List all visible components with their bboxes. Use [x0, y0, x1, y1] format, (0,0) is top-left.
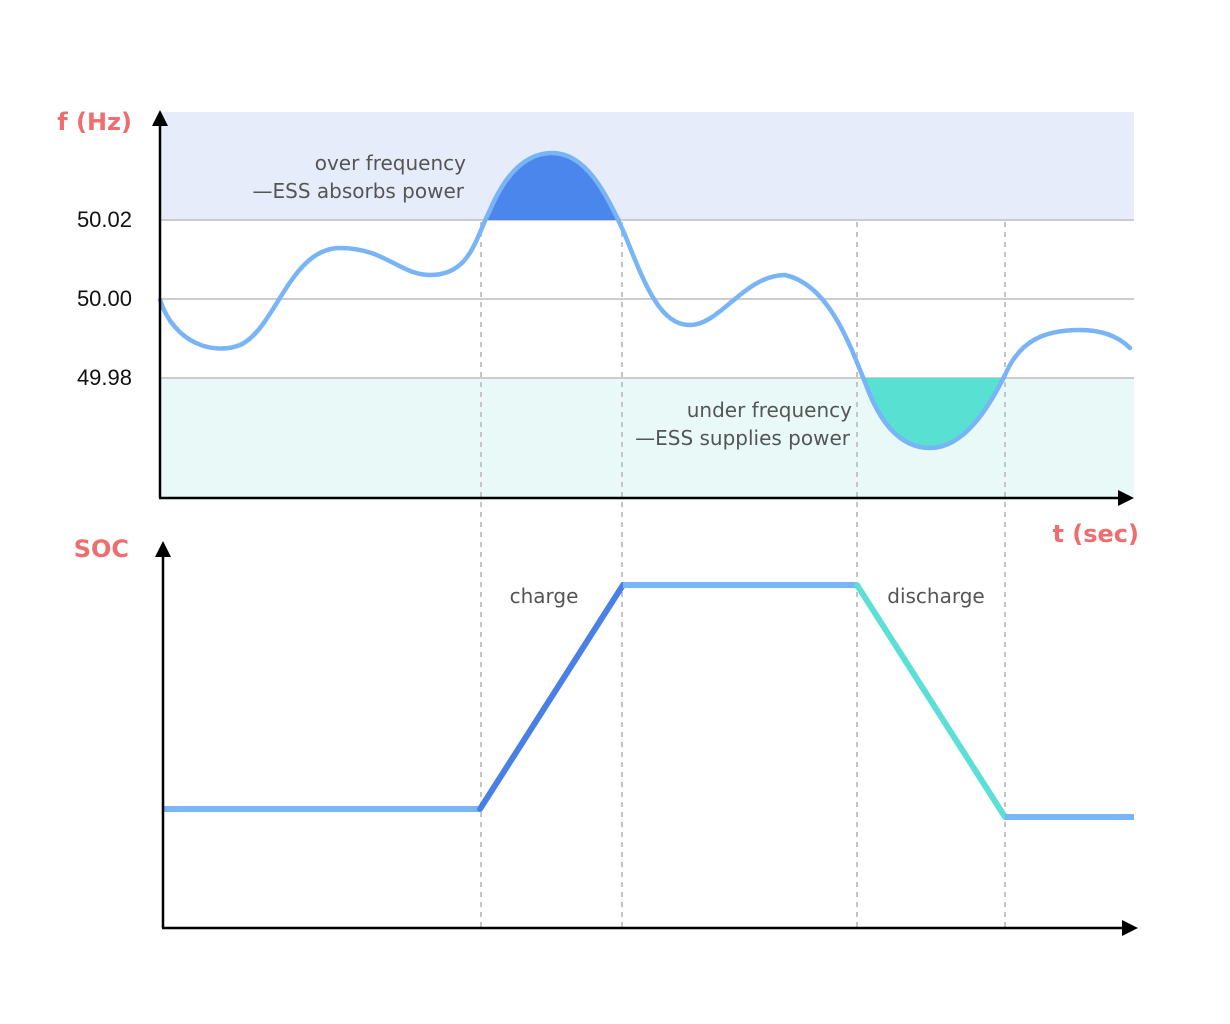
time-axis-title: t (sec): [1052, 520, 1139, 548]
tick-label-50-02: 50.02: [77, 207, 132, 232]
under-frequency-note-line1: under frequency: [687, 398, 852, 422]
tick-label-49-98: 49.98: [77, 365, 132, 390]
tick-label-50-00: 50.00: [77, 286, 132, 311]
soc-y-axis-arrow: [155, 541, 171, 557]
soc-discharge-line: [854, 582, 1008, 820]
soc-x-axis-arrow: [1122, 920, 1138, 936]
under-frequency-fill: [860, 378, 1005, 448]
frequency-y-axis-title: f (Hz): [57, 108, 132, 136]
discharge-label: discharge: [887, 584, 984, 608]
soc-charge-line: [477, 582, 626, 812]
charge-label: charge: [510, 584, 579, 608]
over-frequency-band: [160, 112, 1134, 220]
frequency-curve: [157, 150, 1133, 451]
soc-y-axis-title: SOC: [74, 535, 129, 563]
over-frequency-note-line2: —ESS absorbs power: [252, 179, 464, 203]
frequency-y-axis-arrow: [152, 110, 168, 126]
time-axis-arrow: [1118, 490, 1134, 506]
over-frequency-note-line1: over frequency: [315, 151, 466, 175]
under-frequency-note-line2: —ESS supplies power: [635, 426, 851, 450]
